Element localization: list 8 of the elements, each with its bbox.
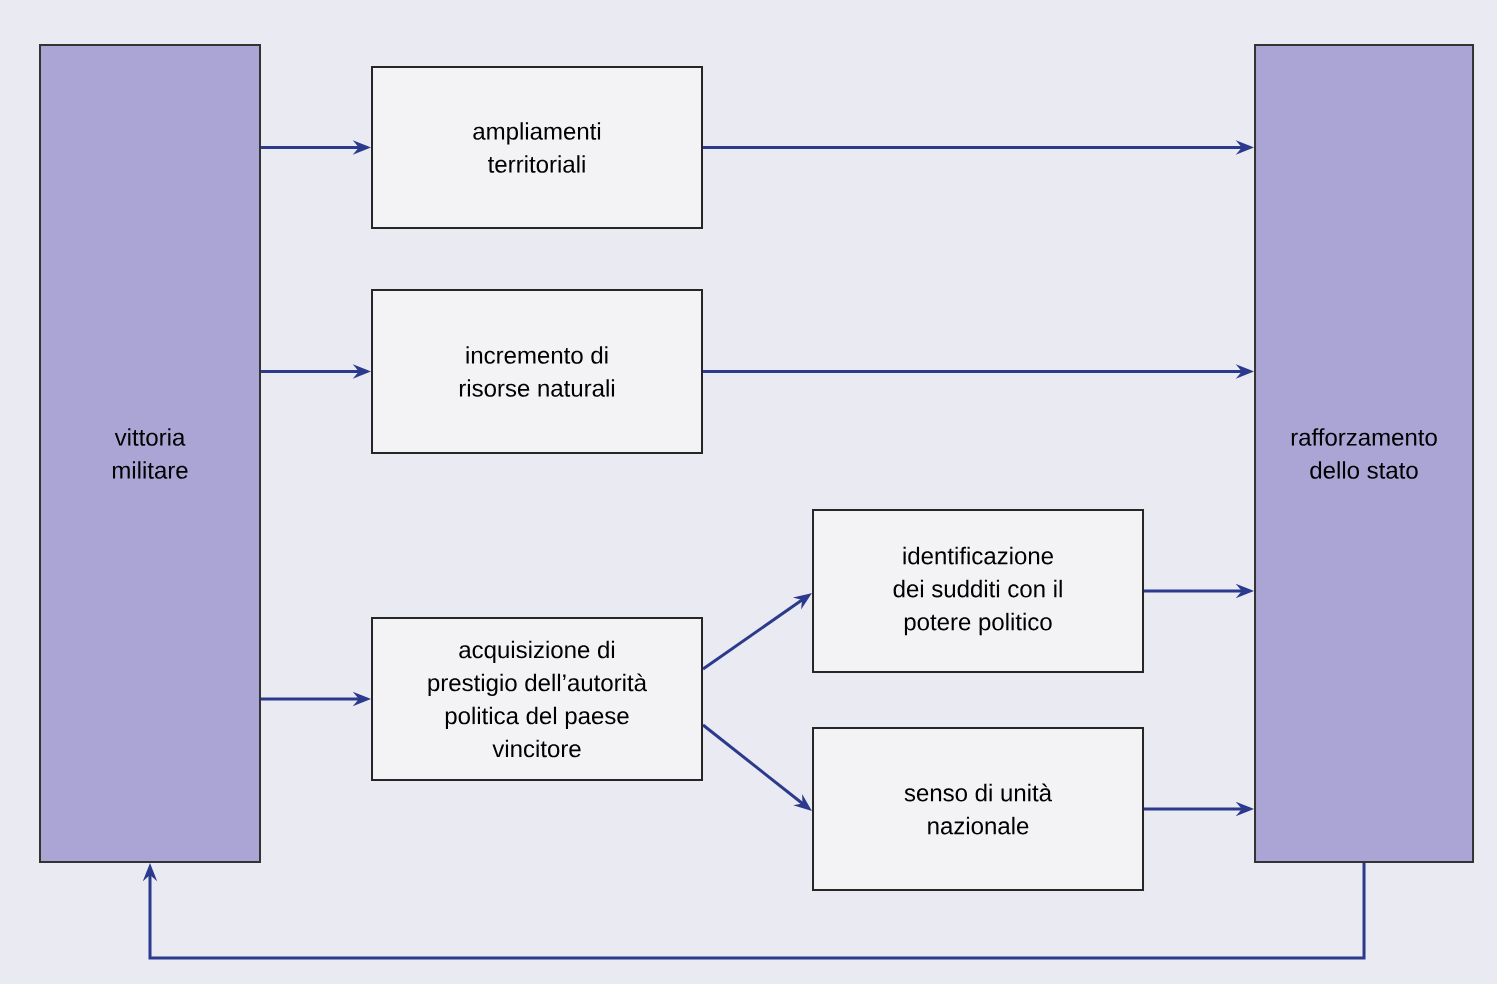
side-bar: rafforzamento dello stato	[1254, 44, 1475, 863]
process-box: senso di unità nazionale	[812, 727, 1144, 891]
process-box: acquisizione di prestigio dell’autorità politica del paese vincitore	[371, 617, 703, 781]
process-box: incremento di risorse naturali	[371, 289, 703, 454]
process-box: identificazione dei sudditi con il potere politico	[812, 509, 1144, 673]
side-bar: vittoria militare	[39, 44, 261, 863]
process-box: ampliamenti territoriali	[371, 66, 703, 229]
arrow	[142, 863, 1366, 960]
